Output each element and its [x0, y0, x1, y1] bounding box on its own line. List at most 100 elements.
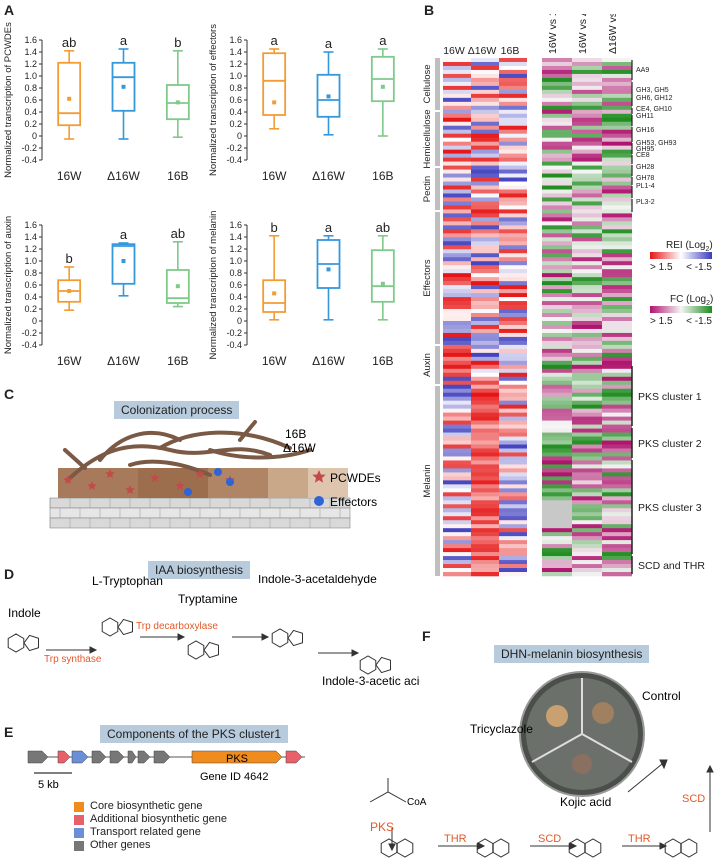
heatmap-cell: [602, 420, 632, 425]
pyrrole-ring: [375, 656, 391, 674]
heatmap-cell: [471, 380, 499, 386]
heatmap-cell: [499, 416, 527, 421]
heatmap-cell: [443, 249, 471, 254]
y-tick-label: 1.6: [229, 220, 242, 230]
heatmap-cell: [499, 368, 527, 374]
rei-column-header: 16W: [443, 45, 465, 57]
heatmap-cell: [542, 372, 572, 378]
heatmap-cell: [471, 432, 499, 437]
heatmap-cell: [542, 257, 572, 262]
heatmap-cell: [542, 492, 572, 497]
heatmap-cell: [443, 384, 471, 390]
heatmap-cell: [572, 233, 602, 238]
heatmap-cell: [572, 364, 602, 370]
category-label: 16B: [372, 169, 393, 183]
category-bar: [435, 212, 440, 344]
heatmap-cell: [499, 261, 527, 266]
heatmap-cell: [499, 504, 527, 509]
heatmap-cell: [602, 169, 632, 174]
heatmap-cell: [602, 69, 632, 75]
heatmap-cell: [471, 181, 499, 186]
heatmap-cell: [471, 293, 499, 298]
heatmap-cell: [443, 229, 471, 234]
legend-item: Transport related gene: [74, 826, 227, 839]
heatmap-cell: [602, 105, 632, 111]
y-tick-label: 0.4: [229, 107, 242, 117]
benzene-ring: [7, 633, 25, 653]
y-tick-label: 1.2: [24, 59, 37, 69]
category-label: Effectors: [422, 259, 433, 297]
heatmap-cell: [443, 209, 471, 214]
legend-swatch: [74, 801, 84, 812]
y-tick-label: 0.6: [24, 95, 37, 105]
heatmap-cell: [443, 185, 471, 190]
heatmap-cell: [572, 237, 602, 242]
heatmap-cell: [471, 560, 499, 565]
control-label: Control: [642, 689, 681, 703]
heatmap-cell: [471, 129, 499, 135]
heatmap-cell: [602, 396, 632, 401]
reaction-arrows: [46, 633, 360, 657]
heatmap-cell: [499, 344, 527, 350]
heatmap-cell: [572, 61, 602, 67]
heatmap-cell: [471, 165, 499, 170]
heatmap-cell: [443, 440, 471, 445]
heatmap-cell: [471, 269, 499, 274]
heatmap-cell: [542, 97, 572, 103]
pyrrole-ring: [287, 629, 303, 647]
heatmap-cell: [443, 400, 471, 405]
rei-column-header: 16B: [501, 45, 520, 57]
heatmap-cell: [443, 568, 471, 573]
heatmap-cell: [443, 233, 471, 238]
boxplot-auxin: 1.61.41.21.00.80.60.40.20-0.2-0.4Normali…: [3, 216, 190, 368]
heatmap-cell: [602, 480, 632, 485]
heatmap-cell: [471, 289, 499, 294]
heatmap-cell: [443, 129, 471, 135]
heatmap-cell: [602, 201, 632, 206]
heatmap-cell: [471, 568, 499, 573]
heatmap-cell: [443, 65, 471, 71]
heatmap-cell: [572, 297, 602, 302]
heatmap-cell: [499, 181, 527, 186]
heatmap-cell: [572, 245, 602, 250]
heatmap-cell: [572, 253, 602, 258]
heatmap-cell: [602, 241, 632, 246]
y-tick-label: -0.4: [226, 155, 242, 165]
y-tick-label: -0.2: [226, 143, 242, 153]
heatmap-cell: [542, 281, 572, 286]
heatmap-cell: [602, 217, 632, 222]
heatmap-cell: [542, 556, 572, 561]
heatmap-cell: [542, 488, 572, 493]
heatmap-cell: [572, 320, 602, 326]
heatmap-cell: [499, 472, 527, 477]
heatmap-cell: [471, 125, 499, 131]
tryptamine-label: Tryptamine: [178, 592, 238, 606]
heatmap-cell: [602, 193, 632, 198]
heatmap-cell: [602, 500, 632, 505]
heatmap-cell: [572, 93, 602, 99]
heatmap-cell: [572, 464, 602, 469]
heatmap-cell: [443, 85, 471, 91]
heatmap-cell: [443, 432, 471, 437]
heatmap-cell: [602, 305, 632, 310]
heatmap-cell: [471, 277, 499, 282]
y-tick-label: -0.4: [21, 340, 37, 350]
heatmap-cell: [471, 97, 499, 103]
heatmap-cell: [602, 324, 632, 330]
heatmap-cell: [602, 460, 632, 465]
iaa-title: IAA biosynthesis: [148, 561, 251, 579]
heatmap-cell: [542, 476, 572, 481]
heatmap-cell: [499, 117, 527, 123]
pcwde-family-label: CE4, GH10: [636, 106, 672, 113]
heatmap-cell: [542, 348, 572, 354]
heatmap-cell: [499, 528, 527, 533]
heatmap-cell: [499, 297, 527, 302]
heatmap-cell: [602, 492, 632, 497]
heatmap-cell: [542, 305, 572, 310]
heatmap-cell: [443, 205, 471, 210]
heatmap-cell: [542, 73, 572, 79]
y-tick-label: 1.6: [24, 35, 37, 45]
heatmap-cell: [602, 336, 632, 342]
heatmap-cell: [602, 432, 632, 437]
heatmap-cell: [443, 472, 471, 477]
